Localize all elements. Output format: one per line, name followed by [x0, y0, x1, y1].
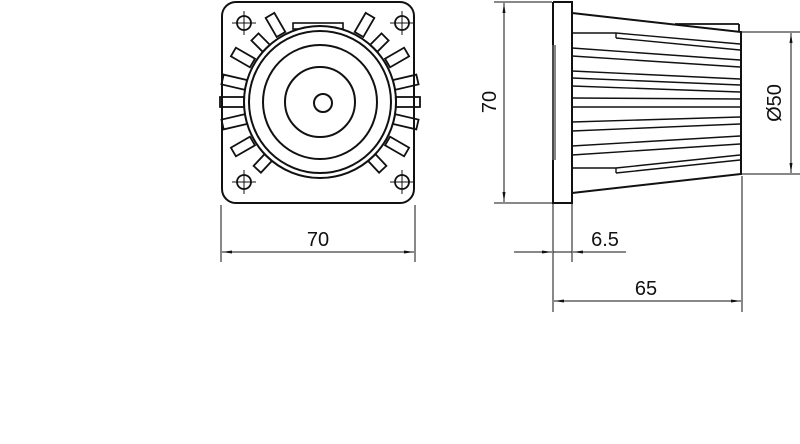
front-view — [219, 1, 421, 204]
body-ribs — [571, 32, 741, 174]
outer-ring-inner — [248, 30, 392, 174]
mounting-hole-tl — [232, 11, 256, 35]
dimension-side-height — [494, 1, 552, 204]
dimension-label-overall-length: 65 — [635, 278, 657, 300]
dimension-overall-length — [554, 176, 743, 312]
center-hole — [313, 93, 333, 113]
mounting-hole-tr — [390, 11, 414, 35]
radial-ribs — [219, 11, 421, 174]
inner-ring — [284, 66, 356, 138]
flange — [552, 1, 573, 204]
mounting-hole-bl — [232, 170, 256, 194]
outer-ring — [243, 25, 397, 179]
mounting-hole-br — [390, 170, 414, 194]
mounting-holes — [232, 11, 414, 194]
dimension-diameter — [742, 31, 800, 175]
dimension-label-front-width: 70 — [307, 229, 329, 251]
base-plate — [221, 1, 415, 204]
dimension-label-flange-thickness: 6.5 — [591, 229, 619, 251]
middle-ring — [262, 44, 378, 160]
dimension-front-width — [220, 205, 416, 262]
conical-body — [571, 12, 742, 194]
dimension-label-side-height: 70 — [479, 91, 501, 113]
side-view — [552, 1, 742, 204]
dimension-flange-thickness — [514, 204, 626, 312]
dimension-label-diameter: Ø50 — [764, 84, 786, 122]
